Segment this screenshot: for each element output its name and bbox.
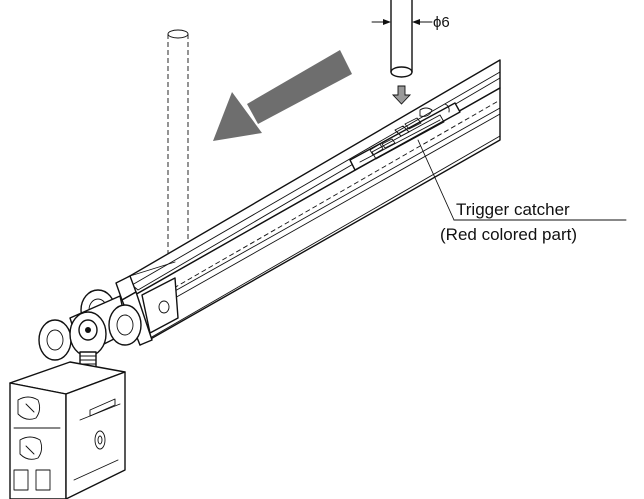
rail: [117, 59, 501, 346]
pin-phi6: [390, 0, 413, 78]
callout-label-line1: Trigger catcher: [456, 200, 570, 219]
phantom-rod: [167, 29, 189, 272]
callout-label-line2: (Red colored part): [440, 225, 578, 244]
movement-direction-arrow: [213, 50, 352, 141]
hanger-bracket: [9, 361, 126, 499]
diameter-label: ϕ6: [433, 14, 450, 31]
insert-down-arrow: [391, 85, 412, 105]
trigger-catcher: [349, 102, 461, 171]
diameter-dimension: ϕ6: [371, 14, 450, 31]
wheel-carriage: [38, 289, 142, 371]
callout-leader: [417, 139, 627, 221]
